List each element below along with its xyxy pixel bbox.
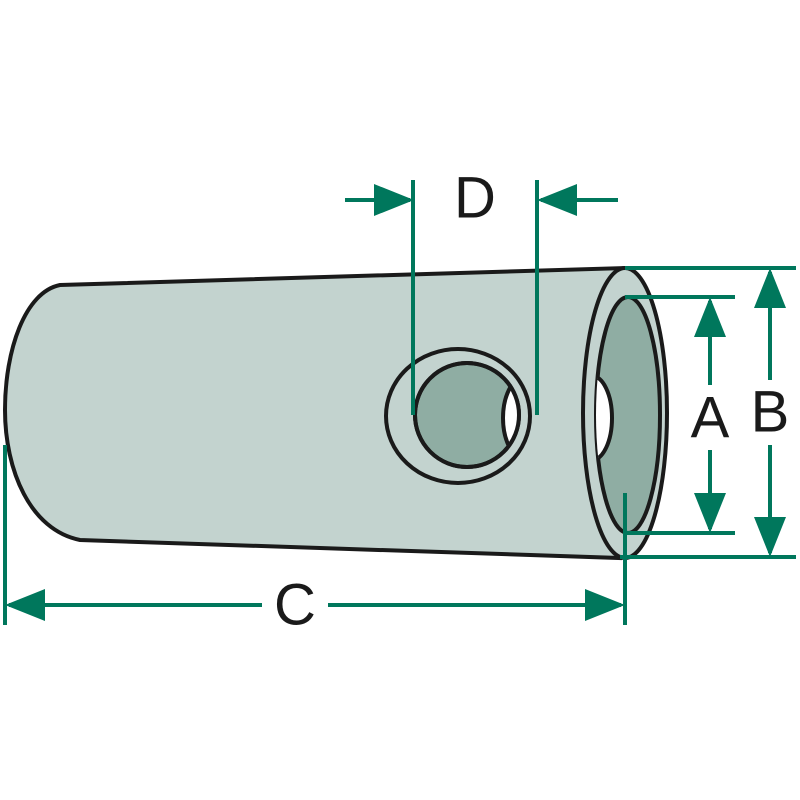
dimension-d [345,180,618,415]
label-c: C [274,573,316,638]
label-d: D [454,166,496,231]
dimension-a [623,295,735,625]
dimension-c [3,445,625,625]
bore-through-hole [596,374,614,462]
bushing-body [2,265,628,561]
label-b: B [751,380,790,445]
label-a: A [691,386,730,451]
dimension-b [620,266,796,559]
